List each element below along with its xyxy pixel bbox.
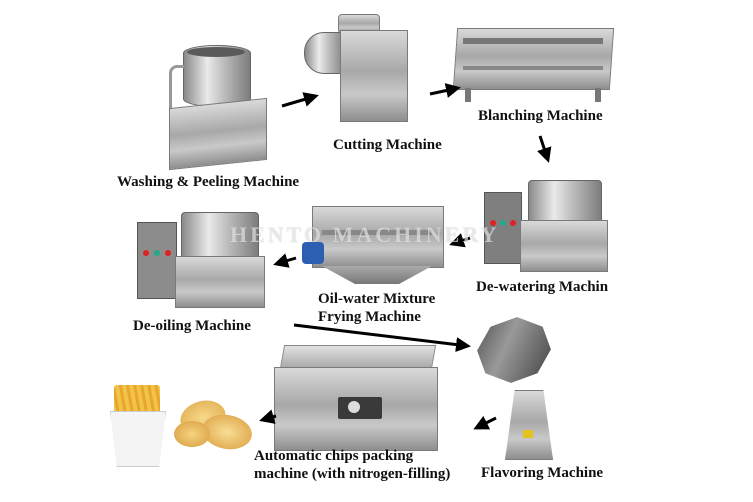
- arrow-6-to-7: [293, 323, 471, 353]
- arrow-5-to-6: [273, 253, 297, 268]
- arrow-4-to-5: [449, 233, 471, 248]
- label-frying-line2: Frying Machine: [318, 309, 421, 325]
- flavoring-machine: [475, 320, 585, 460]
- label-flavoring: Flavoring Machine: [481, 465, 604, 481]
- cutting-machine: [300, 14, 410, 124]
- label-de-watering: De-watering Machin: [476, 279, 609, 295]
- packing-machine: [270, 345, 440, 455]
- potato-chips: [172, 395, 267, 455]
- arrow-8-to-products: [259, 409, 277, 424]
- arrow-7-to-8: [473, 415, 497, 430]
- french-fries-cup: [106, 385, 168, 467]
- label-packing-line1: Automatic chips packing: [254, 448, 414, 464]
- watermark: HENTO MACHINERY: [230, 222, 500, 247]
- label-de-oiling: De-oiling Machine: [133, 318, 251, 334]
- label-washing-peeling: Washing & Peeling Machine: [117, 174, 300, 190]
- label-blanching: Blanching Machine: [478, 108, 603, 124]
- de-watering-machine: [484, 180, 609, 275]
- label-frying-line1: Oil-water Mixture: [318, 291, 436, 307]
- washing-peeling-machine: [165, 45, 270, 171]
- blanching-machine: [452, 18, 615, 103]
- arrow-2-to-3: [429, 83, 461, 98]
- label-cutting: Cutting Machine: [333, 137, 442, 153]
- arrow-3-to-4: [537, 135, 552, 163]
- arrow-1-to-2: [281, 92, 319, 108]
- oil-water-frying-machine: [302, 200, 447, 288]
- de-oiling-machine: [137, 212, 267, 312]
- label-packing-line2: machine (with nitrogen-filling): [254, 466, 451, 482]
